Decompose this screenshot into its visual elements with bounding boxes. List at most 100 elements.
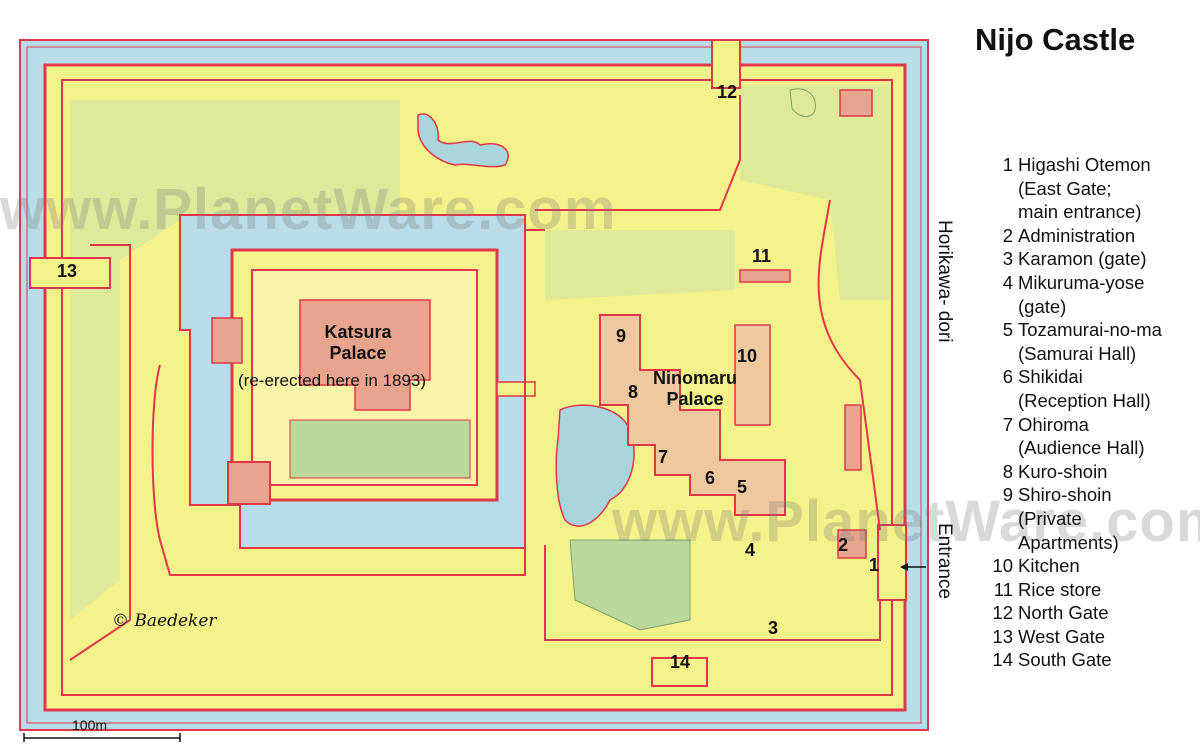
rice-store-building xyxy=(739,269,791,283)
katsura-palace-label: Katsura Palace xyxy=(308,322,408,364)
legend-item-label: Kuro-shoin xyxy=(1018,460,1108,482)
path xyxy=(151,229,545,576)
credit-baedeker: © Baedeker xyxy=(112,611,217,631)
legend-item-number: 7 xyxy=(1002,413,1013,435)
marker-13: 13 xyxy=(57,261,78,281)
legend-item-label: Ohiroma (Audience Hall) xyxy=(1018,413,1145,459)
west-gate xyxy=(29,257,111,289)
marker-1: 1 xyxy=(869,555,880,575)
north-gate xyxy=(711,39,741,89)
legend-item-number: 10 xyxy=(992,555,1013,577)
street-label: Horikawa- dori xyxy=(934,220,955,343)
administration-building xyxy=(837,529,867,559)
marker-2: 2 xyxy=(838,535,849,555)
marker-14: 14 xyxy=(670,652,691,672)
marker-7: 7 xyxy=(658,447,669,467)
path xyxy=(535,95,741,211)
watermark: www.PlanetWare.com xyxy=(0,177,617,242)
legend-item-number: 2 xyxy=(1002,224,1013,246)
ninomaru-palace xyxy=(599,314,786,516)
path xyxy=(544,545,881,641)
marker-6: 6 xyxy=(705,468,716,488)
legend-item-label: North Gate xyxy=(1018,602,1109,624)
katsura-palace-building xyxy=(299,299,431,411)
legend-item-number: 11 xyxy=(993,578,1013,600)
marker-11: 11 xyxy=(752,246,772,266)
page-title: Nijo Castle xyxy=(975,22,1136,57)
entrance-arrowhead xyxy=(900,563,908,571)
legend-item-number: 14 xyxy=(992,649,1013,671)
legend-item-number: 6 xyxy=(1002,366,1013,388)
marker-4: 4 xyxy=(745,540,756,560)
katsura-palace-label-line2: Palace xyxy=(329,343,387,363)
entrance-label: Entrance xyxy=(934,523,955,600)
legend-item-label: Kitchen xyxy=(1018,555,1080,577)
marker-10: 10 xyxy=(737,346,758,366)
legend-item-number: 4 xyxy=(1002,271,1013,293)
honmaru-west-gate xyxy=(211,317,243,364)
katsura-garden xyxy=(289,419,471,479)
legend-item-number: 3 xyxy=(1002,248,1013,270)
legend-item-label: Karamon (gate) xyxy=(1018,248,1147,270)
woods xyxy=(545,230,735,300)
marker-9: 9 xyxy=(616,326,627,346)
legend-item-number: 12 xyxy=(992,602,1013,624)
legend-item-number: 8 xyxy=(1002,460,1013,482)
path xyxy=(69,244,131,661)
woods xyxy=(70,100,400,620)
marker-5: 5 xyxy=(737,477,748,497)
legend-item-number: 5 xyxy=(1002,319,1013,341)
ninomaru-palace-label-line2: Palace xyxy=(666,389,724,409)
north-pond xyxy=(417,113,509,168)
tenshu-base xyxy=(227,461,271,505)
north-east-pond xyxy=(789,88,816,117)
kitchen-building xyxy=(734,324,771,426)
legend-item-number: 9 xyxy=(1002,484,1013,506)
outer-moat-band xyxy=(26,46,922,724)
east-gate xyxy=(877,524,907,601)
scale-label: 100m xyxy=(72,717,108,733)
ninomaru-palace-label-line1: Ninomaru xyxy=(652,368,737,388)
inner-wall-line xyxy=(61,79,893,696)
east-bridge xyxy=(496,381,536,397)
legend-item-label: Administration xyxy=(1018,224,1136,246)
ninomaru-palace-label: Ninomaru Palace xyxy=(640,368,750,410)
katsura-palace-note: (re-erected here in 1893) xyxy=(238,371,427,390)
east-building xyxy=(844,404,862,471)
legend-item-number: 1 xyxy=(1002,154,1013,175)
marker-3: 3 xyxy=(768,618,779,638)
legend-item-label: Shiro-shoin (Private Apartments) xyxy=(1018,484,1119,553)
woods xyxy=(740,85,890,300)
ninomaru-pond xyxy=(555,404,635,527)
legend-item-label: Higashi Otemon (East Gate; main entrance… xyxy=(1018,154,1151,223)
marker-12: 12 xyxy=(717,82,738,102)
ninomaru-garden-trees xyxy=(569,539,691,631)
legend-item-number: 13 xyxy=(992,625,1013,647)
legend-item-label: South Gate xyxy=(1018,649,1112,671)
legend-item-label: Tozamurai-no-ma (Samurai Hall) xyxy=(1018,319,1162,364)
marker-8: 8 xyxy=(628,382,639,402)
katsura-palace-label-line1: Katsura xyxy=(324,322,392,342)
legend-item-label: Mikuruma-yose (gate) xyxy=(1018,271,1145,317)
path xyxy=(817,199,881,531)
legend-item-label: West Gate xyxy=(1018,625,1106,647)
legend-item-label: Rice store xyxy=(1018,578,1102,600)
watermark: www.PlanetWare.com xyxy=(612,489,1200,554)
south-gate xyxy=(651,657,708,687)
